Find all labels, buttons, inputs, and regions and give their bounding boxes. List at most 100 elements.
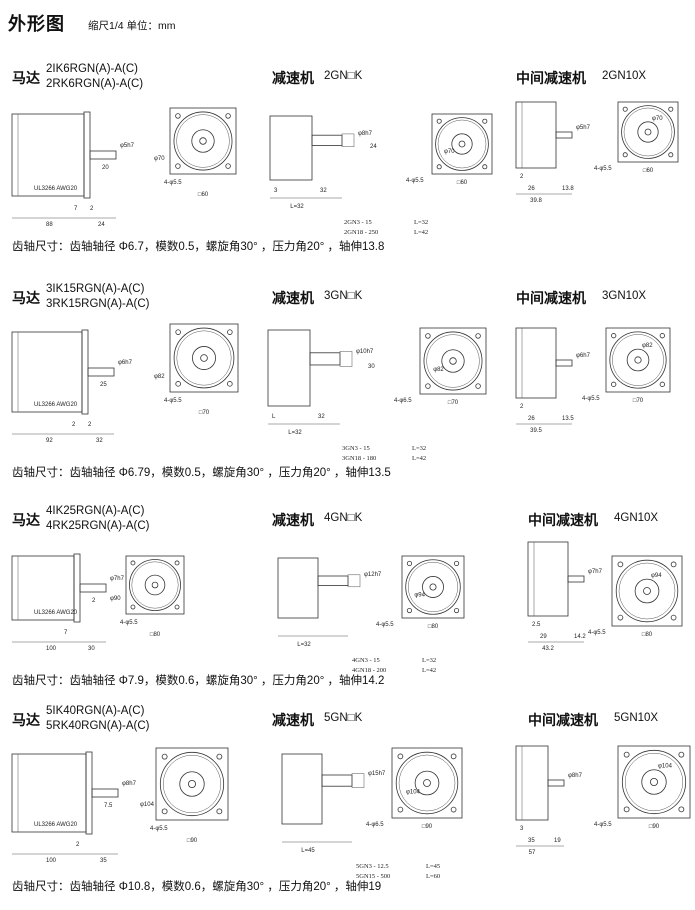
reducer-range-1: 2GN3 - 15 xyxy=(344,219,372,226)
reducer-shaft xyxy=(317,575,349,587)
motor-model-list: 4IK25RGN(A)-A(C) 4RK25RGN(A)-A(C) xyxy=(46,504,150,534)
reducer-range-2: 4GN18 - 200 xyxy=(352,667,386,674)
mid-hole-spec: 4-φ5.5 xyxy=(582,396,600,402)
reducer-dim-a: L xyxy=(272,414,276,420)
mounting-hole xyxy=(678,806,685,813)
reducer-label: 减速机 xyxy=(272,512,314,528)
mid-dim-c: 19 xyxy=(554,838,561,844)
reducer-flange-view xyxy=(431,113,493,175)
motor-pcd: φ90 xyxy=(110,596,121,602)
reducer-hole-spec: 4-φ5.5 xyxy=(376,622,394,628)
reducer-hole-spec: 4-φ6.5 xyxy=(366,822,384,828)
mounting-hole xyxy=(174,604,180,610)
gear-shaft-spec: 齿轴尺寸：齿轴轴径 Φ7.9，模数0.6，螺旋角30° ，压力角20° ，轴伸1… xyxy=(12,675,385,687)
mounting-hole xyxy=(482,118,488,124)
gear-shaft-spec: 齿轴尺寸：齿轴轴径 Φ6.7，模数0.5，螺旋角30° ，压力角20° ，轴伸1… xyxy=(12,241,385,253)
motor-section-4: 马达 4IK25RGN(A)-A(C) 4RK25RGN(A)-A(C) 减速机 4GN… xyxy=(0,500,695,700)
mounting-hole xyxy=(617,614,624,621)
mid-total-length: 39.5 xyxy=(530,428,542,434)
motor-length: 92 xyxy=(46,438,53,444)
reducer-side-view xyxy=(269,115,355,181)
mounting-hole xyxy=(622,106,628,112)
reducer-flange-view xyxy=(401,555,465,619)
mounting-hole xyxy=(216,753,223,760)
motor-label: 马达 xyxy=(12,712,40,728)
mid-reducer-shaft xyxy=(555,359,573,367)
mounting-hole xyxy=(161,808,168,815)
motor-shaft-dim: φ6h7 xyxy=(118,360,133,366)
page-title: 外形图 xyxy=(8,14,65,34)
mounting-hole xyxy=(130,560,136,566)
motor-hole-spec: 4-φ5.5 xyxy=(164,398,182,404)
mid-shaft-dim: φ7h7 xyxy=(588,569,603,575)
reducer-range-2-length: L=42 xyxy=(422,667,436,674)
mounting-hole xyxy=(406,560,413,567)
motor-model: 4IK25RGN(A)-A(C) xyxy=(46,505,145,517)
reducer-range-2: 3GN18 - 180 xyxy=(342,455,376,462)
motor-model: 4RK25RGN(A)-A(C) xyxy=(46,520,150,532)
reducer-range-1-length: L=32 xyxy=(414,219,428,226)
mid-reducer-shaft xyxy=(547,779,565,787)
reducer-length: L=45 xyxy=(301,848,315,854)
motor-length: 100 xyxy=(46,646,57,652)
mounting-hole xyxy=(453,560,460,567)
motor-shaft xyxy=(87,367,115,377)
reducer-hole-spec: 4-φ5.5 xyxy=(406,178,424,184)
mid-reducer-model: 3GN10X xyxy=(602,290,647,302)
mid-square-size: □90 xyxy=(649,824,660,830)
reducer-label: 减速机 xyxy=(272,712,314,728)
mounting-hole xyxy=(678,751,685,758)
reducer-dim-a: 3 xyxy=(274,188,278,194)
motor-label: 马达 xyxy=(12,70,40,86)
motor-cable-spec: UL3266 AWG20 xyxy=(34,610,78,616)
motor-hole-spec: 4-φ5.5 xyxy=(150,826,168,832)
reducer-range-2-length: L=42 xyxy=(414,229,428,236)
motor-dim-a: 7.5 xyxy=(104,803,113,809)
mounting-hole xyxy=(482,164,488,170)
motor-dim-b: 7 xyxy=(74,206,78,212)
motor-hole-spec: 4-φ5.5 xyxy=(164,180,182,186)
mounting-hole xyxy=(425,333,431,339)
mounting-hole xyxy=(611,333,617,339)
reducer-pcd: φ104 xyxy=(406,790,421,796)
reducer-shaft xyxy=(309,352,341,366)
mid-dim-c: 14.2 xyxy=(574,634,586,640)
reducer-model: 3GN□K xyxy=(324,290,363,302)
reducer-label: 减速机 xyxy=(272,290,314,306)
mid-dim-a: 2 xyxy=(520,174,524,180)
reducer-range-2-length: L=60 xyxy=(426,873,440,880)
reducer-flange-view xyxy=(419,327,487,395)
motor-model: 2IK6RGN(A)-A(C) xyxy=(46,63,139,75)
reducer-shaft-dim: φ8h7 xyxy=(358,131,373,137)
motor-dim-b: 2 xyxy=(72,422,76,428)
motor-dim-c: 2 xyxy=(88,422,92,428)
mid-total-length: 39.8 xyxy=(530,198,542,204)
mid-reducer-side-view xyxy=(527,541,585,617)
reducer-range-1: 4GN3 - 15 xyxy=(352,657,380,664)
mid-pcd: φ70 xyxy=(652,116,663,122)
motor-label: 马达 xyxy=(12,512,40,528)
mid-hole-spec: 4-φ5.5 xyxy=(594,166,612,172)
motor-cable-spec: UL3266 AWG20 xyxy=(34,402,78,408)
mounting-hole xyxy=(174,560,180,566)
mid-reducer-model: 2GN10X xyxy=(602,70,647,82)
mid-pcd: φ82 xyxy=(642,343,653,349)
reducer-shaft-dim: φ10h7 xyxy=(356,349,374,355)
motor-shaft-length: 35 xyxy=(100,858,107,864)
motor-pcd: φ82 xyxy=(154,374,165,380)
mid-square-size: □60 xyxy=(643,168,654,174)
reducer-model: 2GN□K xyxy=(324,70,363,82)
mounting-hole xyxy=(175,381,181,387)
page-header: 外形图 缩尺1/4 单位：mm xyxy=(8,10,176,36)
reducer-side-view xyxy=(267,329,353,407)
mid-reducer-side-view xyxy=(515,101,573,169)
reducer-pcd: φ82 xyxy=(433,367,444,373)
mid-dim-c: 13.5 xyxy=(562,416,574,422)
mid-shaft-dim: φ6h7 xyxy=(576,353,591,359)
motor-side-view xyxy=(11,111,117,199)
reducer-range-2-length: L=42 xyxy=(412,455,426,462)
